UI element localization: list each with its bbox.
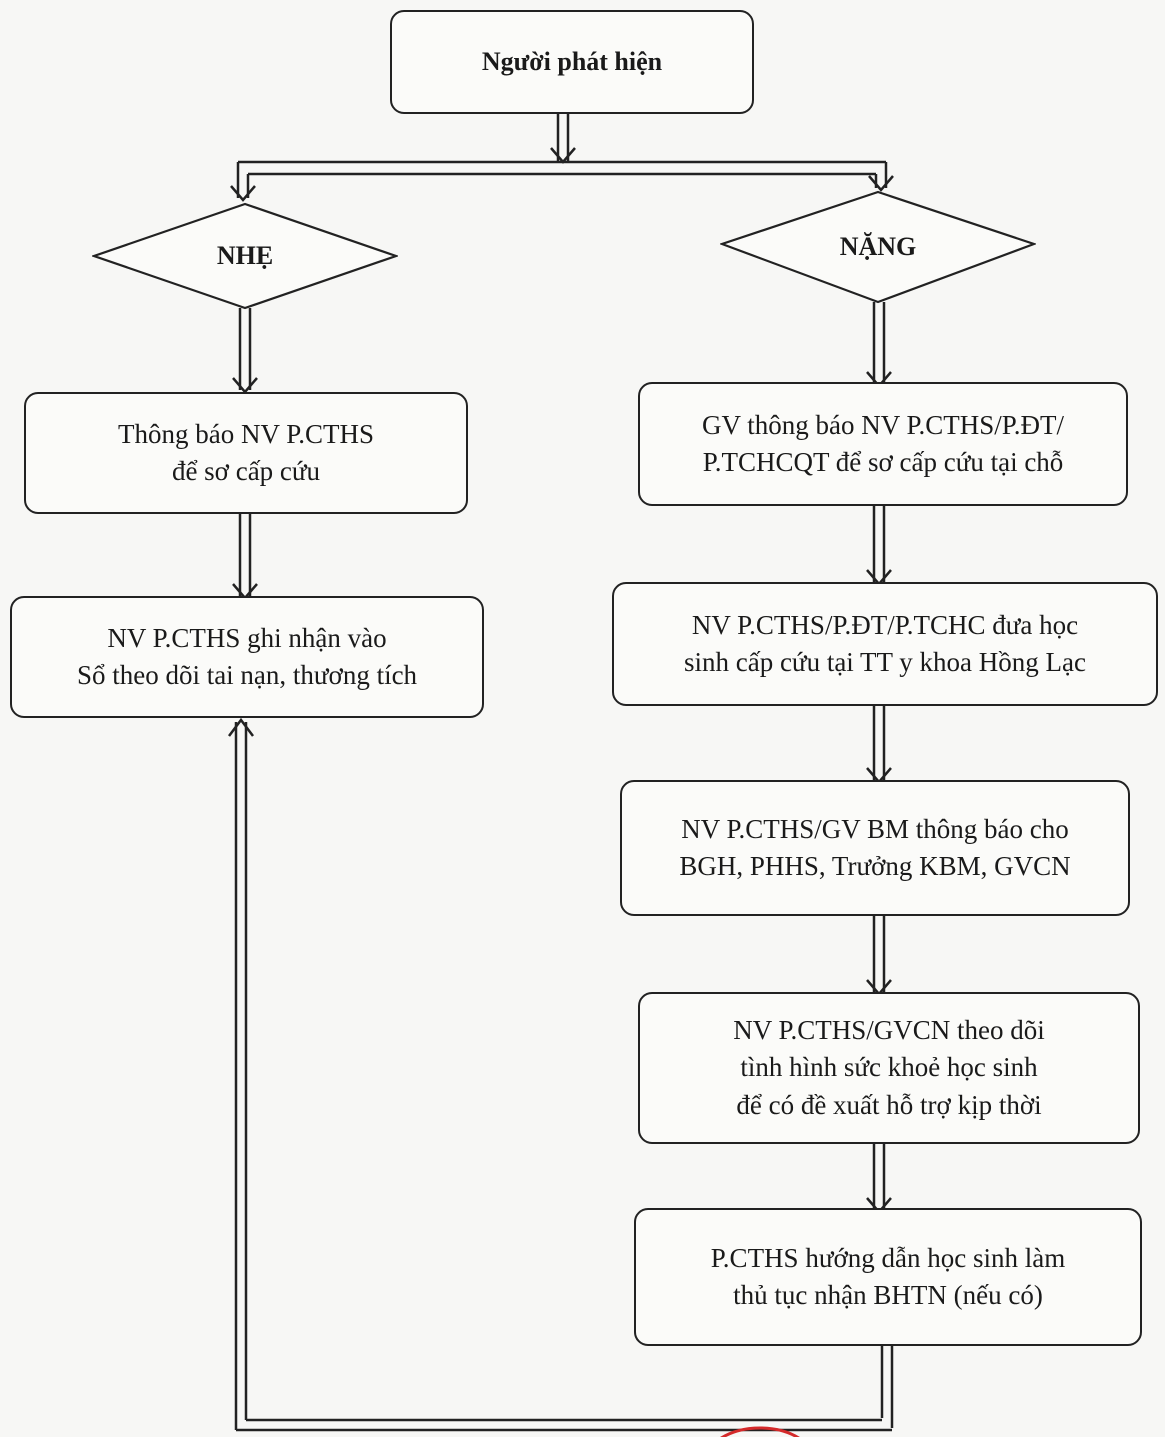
arrowhead-to-severe [868,175,894,192]
light-step-1-text: Thông báo NV P.CTHS để sơ cấp cứu [117,418,375,486]
connector-to-light [236,162,250,198]
severe-step-2-text: NV P.CTHS/P.ĐT/P.TCHC đưa học sinh cấp c… [683,609,1087,677]
connector-severe-2 [872,504,886,582]
connector-light-1 [238,308,252,390]
severe-step-1-text: GV thông báo NV P.CTHS/P.ĐT/ P.TCHCQT để… [701,409,1065,477]
severe-step-5-text: P.CTHS hướng dẫn học sinh làm thủ tục nh… [710,1242,1066,1310]
start-node-label: Người phát hiện [481,47,663,77]
decision-light: NHẸ [92,202,398,310]
decision-severe-label: NẶNG [839,232,917,261]
arrowhead-light-1 [232,377,258,394]
arrowhead-start-split [550,147,576,164]
connector-severe-3 [872,704,886,780]
decision-light-label: NHẸ [216,241,274,270]
decision-severe-shape [720,190,1036,304]
severe-step-5: P.CTHS hướng dẫn học sinh làm thủ tục nh… [634,1208,1142,1346]
connector-return-down [880,1344,894,1428]
decision-severe: NẶNG [720,190,1036,304]
severe-step-4-text: NV P.CTHS/GVCN theo dõi tình hình sức kh… [733,1015,1045,1120]
connector-light-2 [238,512,252,596]
start-node: Người phát hiện [390,10,754,114]
severe-step-1: GV thông báo NV P.CTHS/P.ĐT/ P.TCHCQT để… [638,382,1128,506]
light-step-2-text: NV P.CTHS ghi nhận vào Sổ theo dõi tai n… [76,622,418,690]
arrowhead-return-up [228,717,254,737]
connector-start-split [556,112,570,162]
connector-severe-1 [872,302,886,384]
connector-severe-5 [872,1142,886,1210]
arrowhead-to-light [230,185,256,202]
severe-step-2: NV P.CTHS/P.ĐT/P.TCHC đưa học sinh cấp c… [612,582,1158,706]
severe-step-3-text: NV P.CTHS/GV BM thông báo cho BGH, PHHS,… [679,813,1071,881]
decision-light-shape [92,202,398,310]
light-step-1: Thông báo NV P.CTHS để sơ cấp cứu [24,392,468,514]
light-step-2: NV P.CTHS ghi nhận vào Sổ theo dõi tai n… [10,596,484,718]
connector-split-horizontal [238,160,886,176]
stamp-seal [720,1426,800,1437]
connector-severe-4 [872,914,886,992]
severe-step-3: NV P.CTHS/GV BM thông báo cho BGH, PHHS,… [620,780,1130,916]
severe-step-4: NV P.CTHS/GVCN theo dõi tình hình sức kh… [638,992,1140,1144]
connector-return-up [234,722,248,1430]
